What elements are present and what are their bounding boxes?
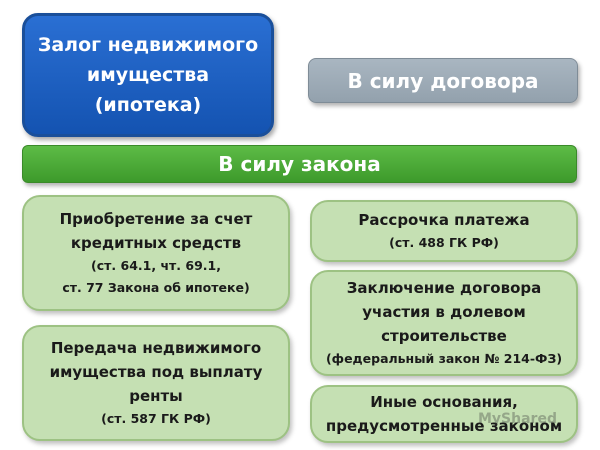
title-line-1: Залог недвижимого	[37, 34, 259, 56]
shared-line-3: строительстве	[381, 327, 507, 345]
purchase-ref-2: ст. 77 Закона об ипотеке)	[62, 280, 250, 295]
rent-ref: (ст. 587 ГК РФ)	[101, 411, 211, 426]
shared-line-1: Заключение договора	[346, 279, 542, 297]
shared-construction-box: Заключение договора участия в долевом ст…	[310, 270, 578, 376]
rent-box: Передача недвижимого имущества под выпла…	[22, 325, 290, 441]
rent-line-3: ренты	[129, 387, 183, 405]
watermark: MyShared	[478, 411, 557, 427]
by-contract-label: В силу договора	[347, 68, 539, 93]
purchase-line-1: Приобретение за счет	[59, 210, 253, 228]
purchase-ref-1: (ст. 64.1, чт. 69.1,	[91, 258, 221, 273]
rent-line-1: Передача недвижимого	[50, 339, 262, 357]
by-law-label: В силу закона	[218, 152, 381, 176]
installment-ref: (ст. 488 ГК РФ)	[389, 235, 499, 250]
other-grounds-box: Иные основания, предусмотренные законом	[310, 385, 578, 443]
title-line-2: имущества	[86, 64, 210, 86]
purchase-line-2: кредитных средств	[70, 234, 242, 252]
mortgage-title-box: Залог недвижимого имущества (ипотека)	[22, 13, 274, 137]
shared-ref: (федеральный закон № 214-ФЗ)	[325, 351, 563, 366]
title-line-3: (ипотека)	[94, 94, 202, 116]
by-contract-box: В силу договора	[308, 58, 578, 103]
shared-line-2: участия в долевом	[362, 303, 526, 321]
purchase-credit-box: Приобретение за счет кредитных средств (…	[22, 195, 290, 311]
other-line-2: предусмотренные законом	[325, 417, 563, 435]
installment-box: Рассрочка платежа (ст. 488 ГК РФ)	[310, 200, 578, 262]
by-law-bar: В силу закона	[22, 145, 577, 183]
rent-line-2: имущества под выплату	[49, 363, 263, 381]
other-line-1: Иные основания,	[370, 393, 518, 411]
installment-line-1: Рассрочка платежа	[358, 211, 530, 229]
